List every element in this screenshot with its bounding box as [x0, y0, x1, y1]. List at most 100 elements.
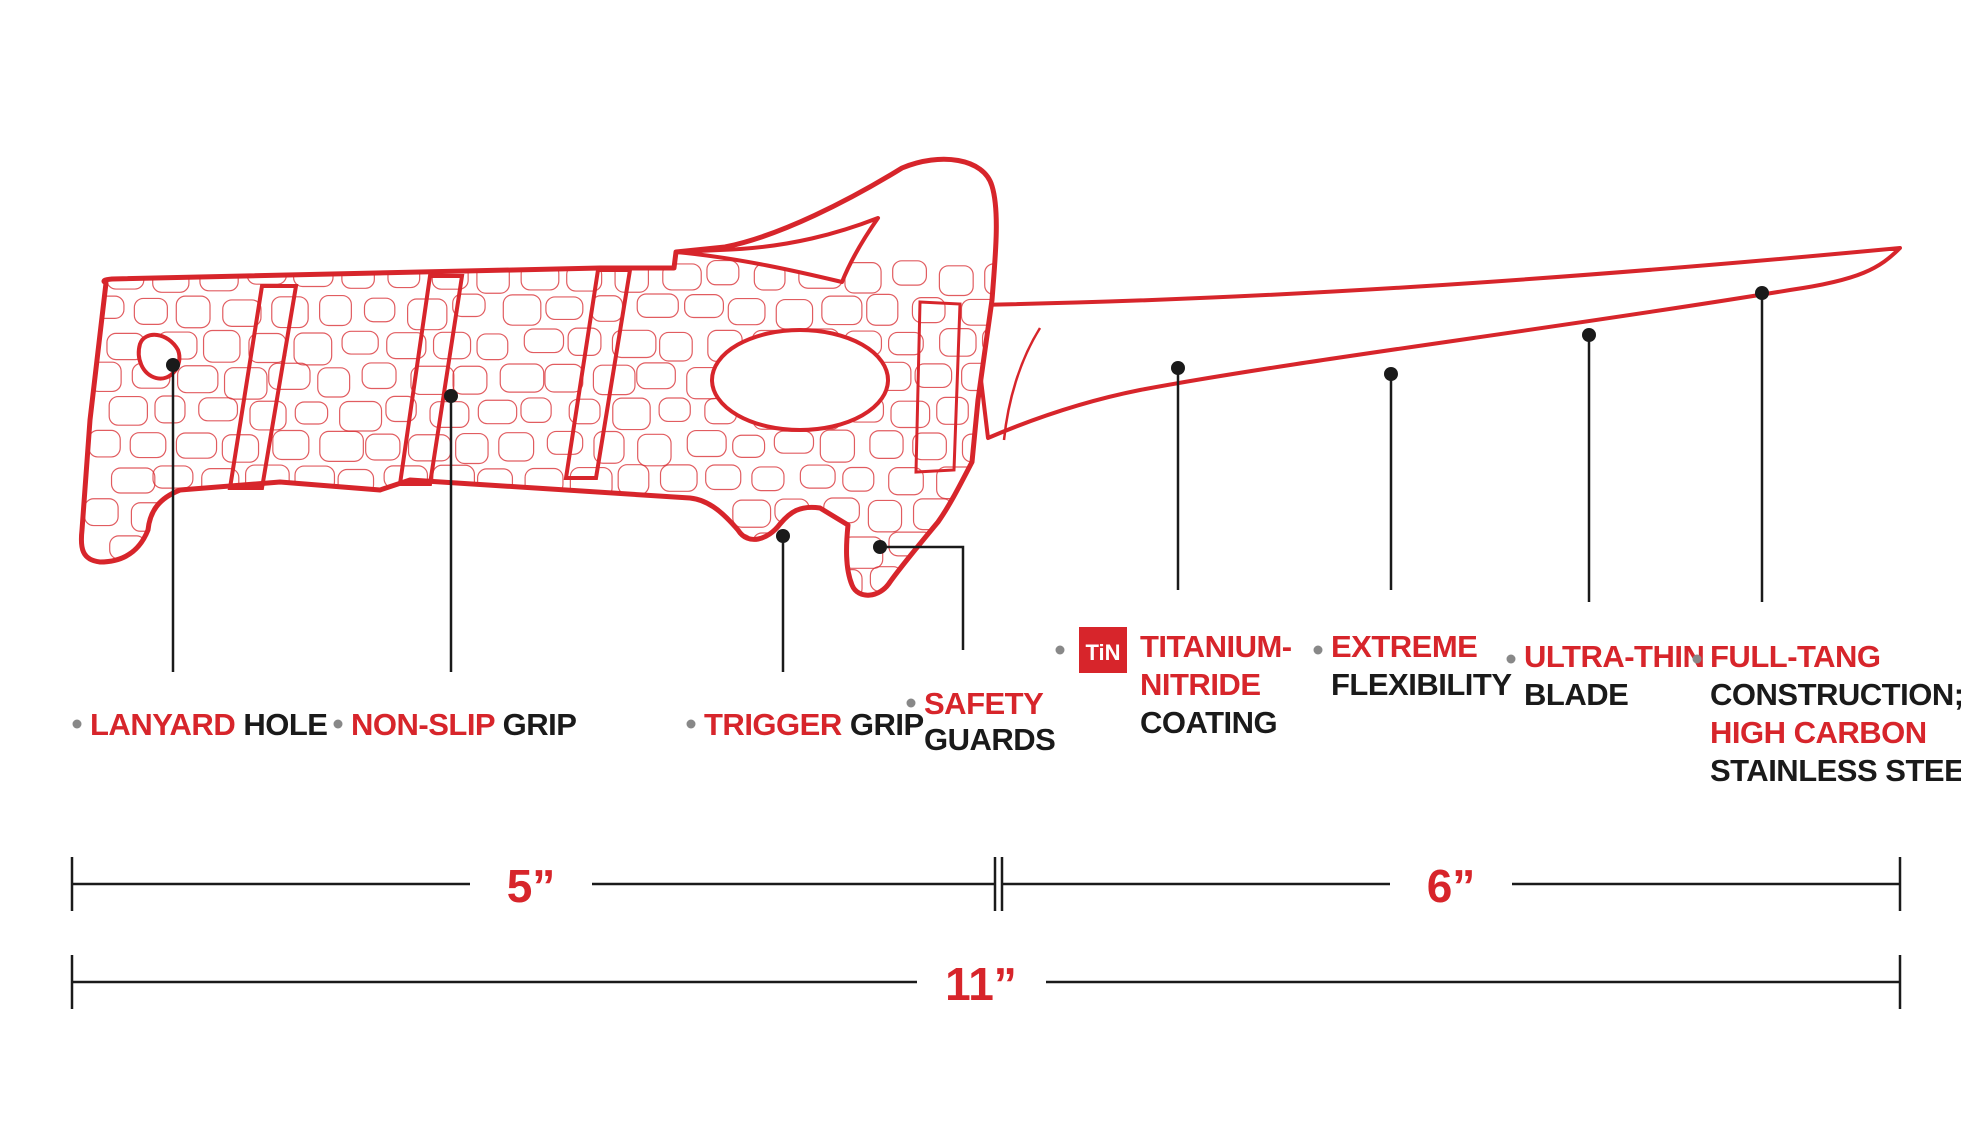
scale-cell: [268, 362, 311, 390]
scale-cell: [361, 497, 407, 531]
scale-cell: [455, 432, 489, 465]
dimension-handle: [70, 857, 997, 911]
scale-cell: [129, 432, 167, 459]
scale-cell: [133, 297, 168, 325]
scale-cell: [662, 263, 702, 291]
scale-cell: [545, 296, 584, 321]
scale-cell: [84, 498, 119, 527]
callout-segment: GRIP: [495, 707, 577, 742]
scale-cell: [958, 570, 996, 595]
thumb-ridge: [674, 216, 880, 284]
callout-extreme-line-2: FLEXIBILITY: [1331, 667, 1512, 702]
scale-cell: [523, 328, 565, 354]
callout-safety-guards: SAFETY GUARDS: [906, 686, 1056, 757]
scale-cell: [293, 332, 333, 366]
scale-cell: [227, 501, 267, 533]
callout-segment: GUARDS: [924, 722, 1055, 757]
scale-cell: [616, 533, 656, 559]
scale-cell: [636, 293, 679, 318]
callout-segment: HIGH CARBON: [1710, 715, 1927, 750]
tin-badge: [1079, 627, 1127, 673]
scale-cell: [409, 502, 452, 529]
scale-cell: [499, 363, 545, 393]
scale-cell: [866, 293, 899, 326]
scale-cell: [658, 397, 691, 423]
dimension-overall-label: 11”: [945, 958, 1017, 1010]
scale-cell: [593, 430, 625, 464]
scale-cell: [272, 429, 310, 461]
scale-cell: [732, 499, 772, 528]
scale-cell: [819, 429, 856, 463]
callout-extreme-line-1: EXTREME: [1331, 629, 1477, 664]
scale-cell: [985, 466, 997, 492]
scale-cell: [154, 395, 186, 424]
scale-cell: [523, 532, 566, 563]
scale-cell: [202, 329, 241, 363]
scale-cell: [706, 259, 740, 286]
callout-fulltang-line-2: CONSTRUCTION;: [1710, 677, 1961, 712]
callout-ultrathin-line-1: ULTRA-THIN: [1524, 639, 1704, 674]
callout-segment: LANYARD: [90, 707, 235, 742]
callout-segment: ULTRA-THIN: [1524, 639, 1704, 674]
scale-cell: [319, 430, 364, 462]
callout-fulltang-line-4: STAINLESS STEEL: [1710, 753, 1961, 788]
scale-cell: [152, 532, 190, 565]
callout-ultrathin-line-2: BLADE: [1524, 677, 1628, 712]
bullet-dot: [906, 698, 916, 708]
scale-cell: [202, 535, 241, 564]
bullet-dot: [1692, 654, 1702, 664]
scale-cell: [684, 294, 724, 319]
scale-cell: [686, 429, 727, 458]
scale-cell: [842, 466, 875, 492]
scale-cell: [637, 433, 672, 467]
handle: [78, 156, 999, 598]
scale-cell: [890, 400, 931, 429]
scale-cell: [914, 363, 953, 389]
callout-segment: HOLE: [235, 707, 327, 742]
scale-cell: [611, 329, 657, 359]
scale-cell: [938, 265, 974, 297]
scale-cell: [386, 332, 427, 360]
scale-cell: [498, 432, 535, 462]
callout-full-tang: FULL-TANG CONSTRUCTION; HIGH CARBON STAI…: [1692, 639, 1961, 788]
leader-dots: [166, 286, 1769, 554]
callout-segment: GRIP: [842, 707, 924, 742]
callout-segment: TITANIUM-: [1140, 629, 1292, 664]
scale-cell: [502, 502, 536, 534]
scale-cell: [520, 397, 552, 424]
scale-cell: [751, 466, 785, 492]
scale-cell: [177, 501, 219, 534]
scale-cell: [198, 397, 239, 422]
scale-cell: [774, 569, 815, 596]
callout-segment: EXTREME: [1331, 629, 1477, 664]
scale-cell: [456, 498, 489, 524]
callout-lanyard-line-1: LANYARD HOLE: [90, 707, 327, 742]
scale-cell: [732, 434, 766, 458]
scale-cell: [411, 566, 450, 596]
scale-cell: [960, 298, 997, 326]
bullet-dot: [72, 719, 82, 729]
callout-segment: NITRIDE: [1140, 667, 1261, 702]
tin-badge-label: TiN: [1085, 640, 1120, 665]
callout-non-slip-grip: NON-SLIP GRIP: [333, 707, 577, 742]
scale-cell: [636, 362, 676, 390]
scale-cell: [641, 565, 680, 596]
scale-cell: [503, 567, 544, 596]
scale-cell: [590, 567, 626, 595]
bullet-dot: [1055, 645, 1065, 655]
scale-cell: [917, 570, 959, 596]
bullet-dot: [686, 719, 696, 729]
scale-cell: [502, 294, 542, 326]
callout-nonslip-line-1: NON-SLIP GRIP: [351, 707, 576, 742]
grip-bands: [227, 268, 633, 490]
callout-titanium-line-3: COATING: [1140, 705, 1277, 740]
scale-cell: [385, 395, 417, 423]
scale-cell: [361, 571, 400, 596]
scale-cell: [636, 501, 678, 525]
scale-cell: [365, 433, 401, 461]
scale-cell: [727, 297, 766, 326]
dimension-handle-label: 5”: [507, 860, 556, 912]
callout-titanium-nitride: TiN TITANIUM- NITRIDE COATING: [1055, 627, 1292, 740]
scale-cell: [477, 535, 511, 562]
scale-cell: [570, 533, 614, 563]
